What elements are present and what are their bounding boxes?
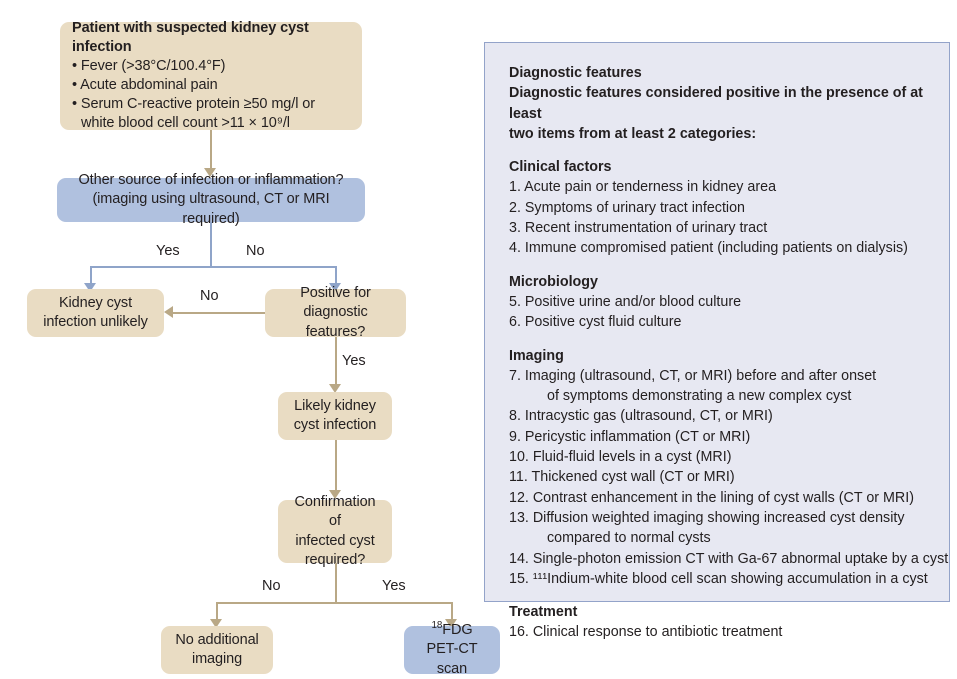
list-item-sub: of symptoms demonstrating a new complex … [547,388,852,405]
panel-intro-line2: two items from at least 2 categories: [509,125,757,142]
list-item: 15. ¹¹¹Indium-white blood cell scan show… [509,570,928,587]
section-heading-microbiology: Microbiology [509,273,598,290]
list-item: 4. Immune compromised patient (including… [509,240,908,257]
arrow-positive-yes [329,384,341,393]
arrow-patient-to-other [204,168,216,177]
node-confirm-line1: Confirmation of [294,494,376,530]
node-confirmation-required: Confirmation of infected cyst required? [278,494,392,568]
connector-other-branch [90,266,336,268]
node-fdg-petct-scan: 18FDG PET-CT scan [404,621,500,677]
list-item: 16. Clinical response to antibiotic trea… [509,624,783,641]
diagnostic-features-panel: Diagnostic features Diagnostic features … [484,42,950,640]
list-item: 7. Imaging (ultrasound, CT, or MRI) befo… [509,367,877,384]
bullet-fever: • Fever (>38°C/100.4°F) [72,57,226,74]
node-patient-bullets: • Fever (>38°C/100.4°F) • Acute abdomina… [72,57,350,134]
node-likely-line2: cyst infection [293,417,377,433]
section-heading-treatment: Treatment [509,604,578,621]
spacer [509,589,927,602]
node-noimg-line2: imaging [191,651,243,667]
node-other-source-line1: Other source of infection or inflammatio… [78,172,344,189]
list-item: 1. Acute pain or tenderness in kidney ar… [509,179,777,196]
section-heading-clinical: Clinical factors [509,159,612,176]
node-likely-infection: Likely kidney cyst infection [278,392,392,440]
arrow-other-no [329,283,341,292]
node-other-source-line2: (imaging using ultrasound, CT or MRI req… [92,191,330,227]
connector-confirm-no-drop [216,602,218,622]
connector-other-stem [210,222,212,268]
spacer [509,259,927,272]
edge-label-yes-confirm: Yes [382,578,406,594]
list-item: 14. Single-photon emission CT with Ga-67… [509,550,949,567]
section-heading-imaging: Imaging [509,347,564,364]
node-unlikely-line2: infection unlikely [43,314,148,330]
connector-confirm-yes-drop [451,602,453,622]
connector-likely-to-confirmation [335,440,337,493]
node-pet-line2: PET-CT scan [426,641,478,677]
edge-label-no-other: No [246,243,265,259]
panel-heading: Diagnostic features [509,65,642,81]
node-positive-line2: diagnostic features? [303,304,368,340]
arrow-positive-no [164,306,173,318]
node-likely-line1: Likely kidney [294,397,376,414]
list-item: 11. Thickened cyst wall (CT or MRI) [509,469,735,486]
connector-confirm-stem [335,563,337,604]
node-confirm-line2: infected cyst [295,532,375,549]
spacer [509,144,927,157]
arrow-confirm-yes [445,619,457,628]
node-positive-line1: Positive for [300,285,371,302]
node-pet-line1-text: FDG [442,622,473,639]
node-pet-line1: 18FDG [431,621,472,640]
arrow-likely-to-confirmation [329,490,341,499]
list-item: 3. Recent instrumentation of urinary tra… [509,220,768,237]
node-patient-suspected: Patient with suspected kidney cyst infec… [60,19,362,131]
arrow-confirm-no [210,619,222,628]
list-item: 6. Positive cyst fluid culture [509,314,682,331]
node-positive-diagnostic-features: Positive for diagnostic features? [265,285,406,340]
spacer [509,333,927,346]
list-item: 8. Intracystic gas (ultrasound, CT, or M… [509,408,773,425]
bullet-abdominal-pain: • Acute abdominal pain [72,77,218,93]
edge-label-yes-positive: Yes [342,353,366,369]
connector-other-no-drop [335,266,337,286]
list-item: 13. Diffusion weighted imaging showing i… [509,509,905,526]
node-other-source: Other source of infection or inflammatio… [57,172,365,227]
connector-positive-to-unlikely [172,312,265,314]
node-patient-title: Patient with suspected kidney cyst infec… [72,19,309,55]
list-item: 9. Pericystic inflammation (CT or MRI) [509,428,751,445]
node-unlikely-line1: Kidney cyst [58,294,133,311]
edge-label-no-positive: No [200,288,219,304]
panel-intro-line1: Diagnostic features considered positive … [509,85,923,122]
list-item: 12. Contrast enhancement in the lining o… [509,489,914,506]
list-item: 5. Positive urine and/or blood culture [509,293,742,310]
list-item: 2. Symptoms of urinary tract infection [509,199,745,216]
connector-positive-to-likely [335,337,337,387]
node-infection-unlikely: Kidney cyst infection unlikely [27,289,164,337]
connector-other-yes-drop [90,266,92,286]
connector-confirm-branch [216,602,452,604]
bullet-crp-continued: white blood cell count >11 × 10⁹/l [81,115,290,132]
node-no-additional-imaging: No additional imaging [161,626,273,674]
connector-patient-to-other [210,130,212,170]
list-item-sub: compared to normal cysts [547,530,711,547]
node-noimg-line1: No additional [175,631,259,648]
edge-label-yes-other: Yes [156,243,180,259]
arrow-other-yes [84,283,96,292]
edge-label-no-confirm: No [262,578,281,594]
list-item: 10. Fluid-fluid levels in a cyst (MRI) [509,449,732,466]
node-pet-superscript: 18 [431,620,443,632]
bullet-crp: • Serum C-reactive protein ≥50 mg/l or [72,96,315,113]
node-confirm-line3: required? [304,551,366,568]
